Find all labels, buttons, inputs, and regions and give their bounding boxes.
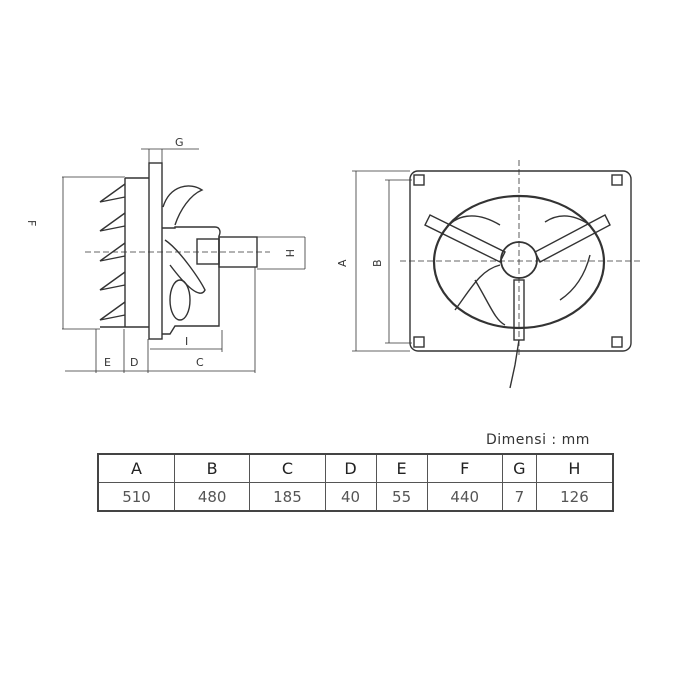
header-cell: E	[375, 453, 428, 483]
bracket-arm-right	[534, 214, 611, 263]
motor-housing	[162, 226, 221, 335]
power-cord	[509, 339, 520, 389]
svg-text:C: C	[196, 356, 204, 369]
value-cell: 7	[501, 482, 537, 512]
louver-shutters	[99, 177, 149, 328]
svg-text:B: B	[371, 259, 384, 267]
corner-hole	[611, 174, 623, 186]
header-cell: A	[97, 453, 176, 483]
svg-text:H: H	[283, 249, 296, 257]
unit-label: Dimensi : mm	[486, 432, 590, 448]
value-cell: 510	[97, 482, 176, 512]
fan-blade-top	[162, 185, 204, 226]
corner-hole	[413, 336, 425, 348]
fan-blade-bottom	[169, 279, 191, 321]
corner-hole	[413, 174, 425, 186]
value-cell: 185	[249, 482, 326, 512]
header-cell: D	[324, 453, 377, 483]
corner-hole	[611, 336, 623, 348]
motor-hub	[196, 238, 220, 265]
svg-text:G: G	[175, 136, 184, 149]
value-cell: 40	[324, 482, 377, 512]
header-cell: F	[426, 453, 503, 483]
fan-blades	[444, 215, 591, 326]
header-cell: G	[501, 453, 537, 483]
fan-blade-mid	[164, 239, 206, 294]
side-view: F G H I E D C	[25, 136, 306, 373]
table-row: 510 480 185 40 55 440 7 126	[97, 482, 614, 512]
svg-text:E: E	[104, 356, 111, 369]
value-cell: 126	[535, 482, 614, 512]
mounting-plate	[148, 162, 163, 340]
header-cell: H	[535, 453, 614, 483]
header-cell: C	[249, 453, 326, 483]
value-cell: 440	[426, 482, 503, 512]
header-cell: B	[174, 453, 251, 483]
svg-text:I: I	[185, 335, 188, 348]
dim-label-f: F	[25, 220, 38, 226]
front-view: A B	[336, 160, 640, 389]
table-header-row: A B C D E F G H	[97, 453, 614, 483]
value-cell: 55	[375, 482, 428, 512]
bracket-arm-left	[424, 214, 506, 263]
svg-text:A: A	[336, 259, 349, 267]
svg-text:D: D	[130, 356, 138, 369]
value-cell: 480	[174, 482, 251, 512]
dimensions-table: A B C D E F G H 510 480 185 40 55 440 7 …	[97, 453, 614, 512]
